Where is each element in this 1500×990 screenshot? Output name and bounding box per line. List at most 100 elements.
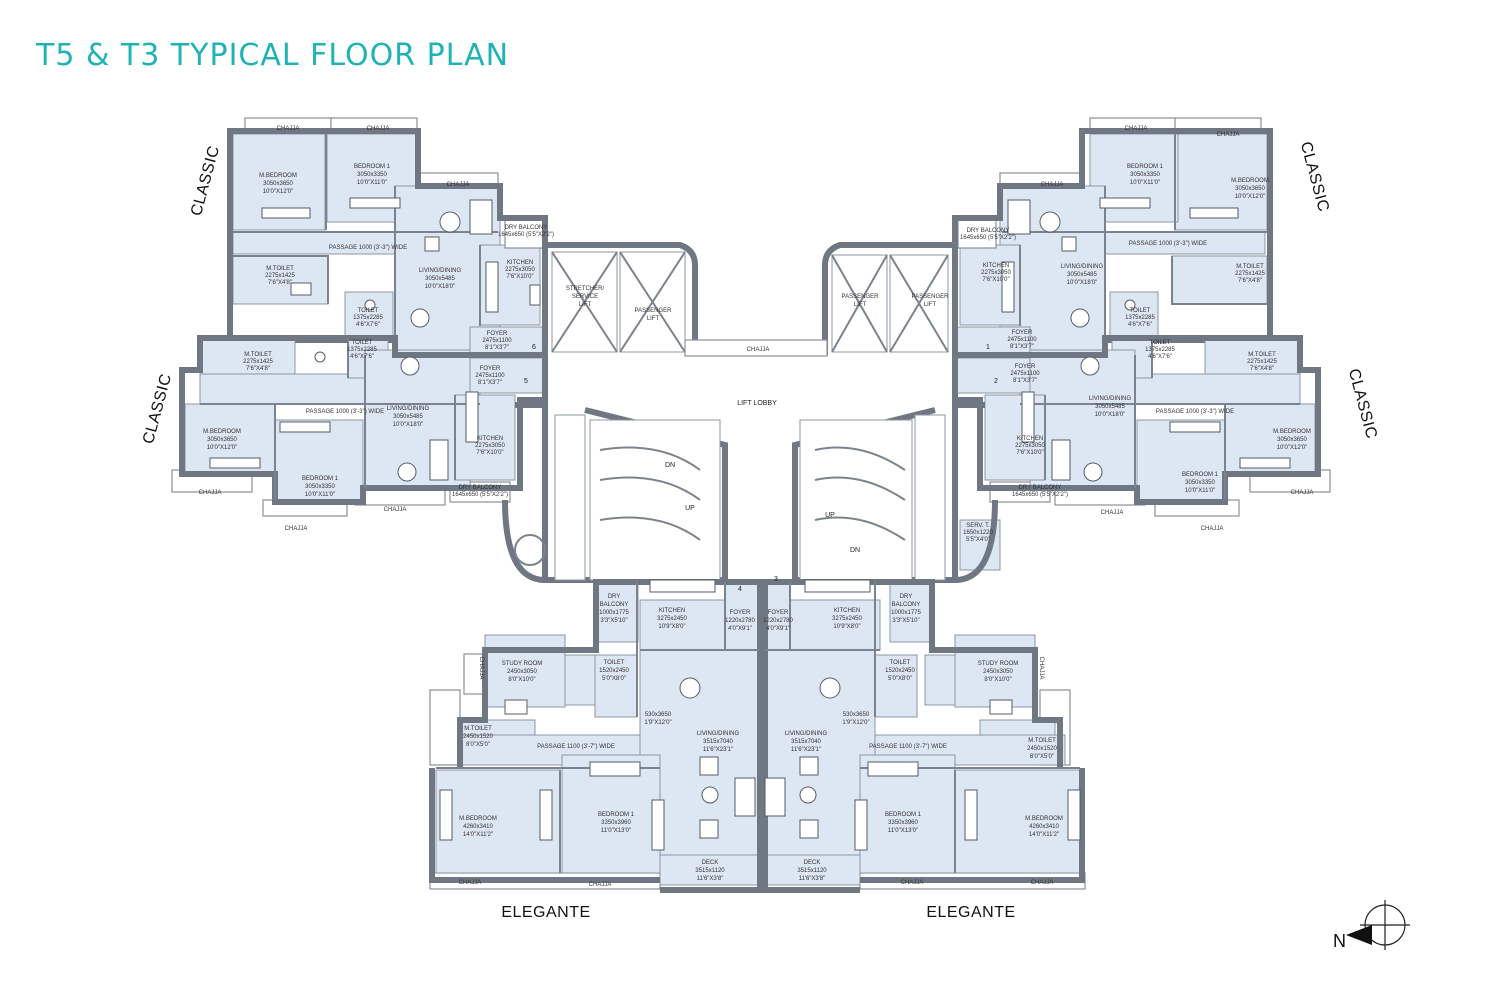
room-label: 7'6"X4'8" — [268, 280, 292, 286]
room-label: 10'0"X12'0" — [1235, 194, 1266, 200]
room-label: FOYER — [487, 331, 508, 337]
room-label: DECK — [804, 860, 821, 866]
room-label: 3050x3350 — [1130, 172, 1160, 178]
passenger-lift-label: LIFT — [854, 302, 867, 308]
room-label: 2450x3050 — [983, 669, 1013, 675]
room-label: 1520x2450 — [885, 668, 915, 674]
room-label: KITCHEN — [834, 608, 860, 614]
room-label: 10'0"X18'0" — [393, 422, 424, 428]
room-label: 2275x3050 — [981, 270, 1011, 276]
room-label: M.BEDROOM — [1273, 429, 1311, 435]
passenger-lift-label: PASSENGER — [635, 308, 673, 314]
room-label: 8'1"X3'7" — [1013, 378, 1037, 384]
chajja-label: CHAJJA — [1291, 490, 1314, 496]
room-label: 4'6"X7'6" — [350, 354, 374, 360]
room-label: 1000x1775 — [891, 610, 921, 616]
room-label: TOILET — [358, 308, 379, 314]
room-label: 3275x2450 — [832, 616, 862, 622]
room-label: 3050x5485 — [1095, 404, 1125, 410]
room-label: 2475x1100 — [1010, 371, 1040, 377]
chajja-label: CHAJJA — [384, 507, 407, 513]
room-label: 1375x2285 — [353, 315, 383, 321]
passenger-lift-label: LIFT — [647, 316, 660, 322]
room-label: 1375x2285 — [1145, 347, 1175, 353]
unit-number: 3 — [774, 576, 778, 583]
room-label: 3050x3350 — [305, 484, 335, 490]
room-label: 5'0"X8'0" — [602, 676, 626, 682]
room-label: 3275x2450 — [657, 616, 687, 622]
room-label: DRY — [608, 594, 621, 600]
room-label: 10'0"X12'0" — [1277, 445, 1308, 451]
room-label: TOILET — [604, 660, 625, 666]
room-label: 8'0"X5'0" — [1030, 754, 1054, 760]
chajja-label: CHAJJA — [459, 880, 482, 886]
room-label: 3050x3350 — [1185, 480, 1215, 486]
room-label: FOYER — [730, 610, 751, 616]
room-label: 3050x3350 — [357, 172, 387, 178]
room-label: TOILET — [1150, 340, 1171, 346]
room-label: M.BEDROOM — [259, 173, 297, 179]
lift-lobby-label: LIFT LOBBY — [737, 400, 777, 407]
chajja-label: CHAJJA — [747, 347, 770, 353]
room-label: M.TOILET — [1236, 264, 1264, 270]
room-label: LIVING/DINING — [387, 406, 430, 412]
room-label: 2275x3050 — [1015, 443, 1045, 449]
room-label: 2450x1520 — [463, 734, 493, 740]
room-label: 1'9"X12'0" — [644, 720, 671, 726]
chajja-label: CHAJJA — [199, 490, 222, 496]
room-label: DRY — [900, 594, 913, 600]
room-label: 10'9"X8'0" — [658, 624, 685, 630]
room-label: 2275x3050 — [475, 443, 505, 449]
chajja-label: CHAJJA — [589, 882, 612, 888]
room-label: 5'0"X8'0" — [888, 676, 912, 682]
wing-label-elegante: ELEGANTE — [501, 904, 590, 921]
chajja-label: CHAJJA — [478, 657, 484, 680]
elegante-left-unit — [429, 579, 763, 893]
room-label: 2275x3050 — [505, 267, 535, 273]
room-label: 8'0"X10'0" — [508, 677, 535, 683]
room-label: KITCHEN — [983, 263, 1009, 269]
room-label: 3'3"X5'10" — [892, 618, 919, 624]
stretcher-lift-label: LIFT — [579, 302, 592, 308]
room-label: M.TOILET — [464, 726, 492, 732]
room-label: 530x3650 — [645, 712, 672, 718]
wing-label-classic: CLASSIC — [140, 372, 175, 446]
room-label: 11'0"X13'0" — [888, 828, 918, 834]
passage-label: PASSAGE 1000 (3'-3") WIDE — [306, 409, 384, 415]
chajja-label: CHAJJA — [1125, 126, 1148, 132]
room-label: 3515x7040 — [703, 739, 733, 745]
room-label: FOYER — [1015, 364, 1036, 370]
room-label: 2275x1425 — [1247, 359, 1277, 365]
passage-label: PASSAGE 1000 (3'-3") WIDE — [329, 245, 407, 251]
passenger-lift-label: LIFT — [924, 302, 937, 308]
room-label: 2475x1100 — [475, 373, 505, 379]
room-label: 3515x7040 — [791, 739, 821, 745]
room-label: 3515x1120 — [797, 868, 827, 874]
room-label: 1375x2285 — [1125, 315, 1155, 321]
room-label: 14'0"X11'2" — [463, 832, 493, 838]
room-label: 7'6"X4'8" — [246, 366, 270, 372]
room-label: FOYER — [480, 366, 501, 372]
room-label: 4260x3410 — [1029, 824, 1059, 830]
room-label: 3050x3650 — [263, 181, 293, 187]
room-label: SERV. T. — [966, 523, 990, 529]
room-label: 1000x1775 — [599, 610, 629, 616]
page-title: T5 & T3 TYPICAL FLOOR PLAN — [36, 38, 510, 73]
room-label: DRY BALCONY — [1019, 485, 1062, 491]
stretcher-lift-label: STRETCHER/ — [566, 286, 605, 292]
room-label: BEDROOM 1 — [885, 812, 922, 818]
room-label: TOILET — [1130, 308, 1151, 314]
stretcher-lift-label: SERVICE — [572, 294, 598, 300]
room-label: 2275x1425 — [243, 359, 273, 365]
room-label: 4'0"X9'1" — [728, 626, 752, 632]
room-label: M.BEDROOM — [1231, 178, 1269, 184]
room-label: DRY BALCONY — [459, 485, 502, 491]
room-label: 1375x2285 — [347, 347, 377, 353]
room-label: STUDY ROOM — [978, 661, 1019, 667]
passage-label: PASSAGE 1100 (3'-7") WIDE — [869, 744, 947, 750]
wing-label-elegante: ELEGANTE — [926, 904, 1015, 921]
north-arrow-icon: N — [1333, 900, 1410, 951]
passage-label: PASSAGE 1000 (3'-3") WIDE — [1129, 241, 1207, 247]
elegante-right-unit — [762, 579, 1086, 893]
